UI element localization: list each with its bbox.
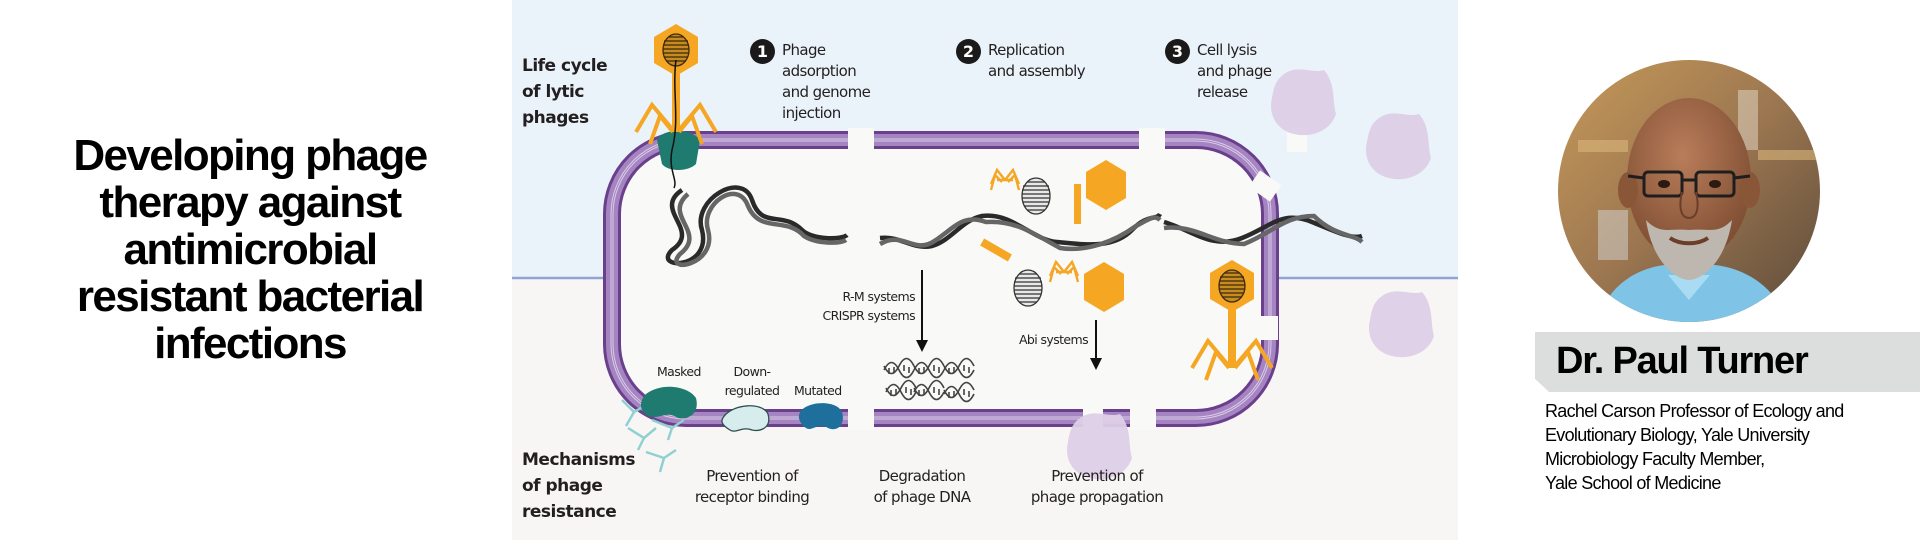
receptor-masked [641,386,697,419]
label-line: and phage [1197,62,1272,80]
label-line: of phage [522,476,603,496]
label-line: Life cycle [522,56,608,76]
step-1-badge: 1 [750,39,775,64]
label-line: receptor binding [694,488,810,506]
mechanisms-section-label: Mechanisms of phage resistance [522,447,635,525]
label-line: Phage [782,41,826,59]
speaker-portrait [1558,60,1820,322]
headline-line: infections [154,319,347,368]
abi-systems-label: Abi systems [1018,332,1089,347]
label-line: phage propagation [1030,488,1164,506]
cell-membrane [603,131,1279,427]
mutated-label: Mutated [794,383,842,398]
label-line: injection [782,104,841,122]
downregulated-label: Down- regulated [712,362,792,400]
label-line: Replication [988,41,1065,59]
lifecycle-section-label: Life cycle of lytic phages [522,53,608,131]
lysis-debris [1270,69,1336,136]
affiliation-line: Microbiology Faculty Member, [1545,449,1765,469]
capsid-part-icon [1086,160,1126,210]
receptor-downregulated [721,405,770,432]
abi-arrow [1090,320,1102,370]
step-3-label: Cell lysis and phage release [1197,40,1272,103]
step-2-label: Replication and assembly [988,40,1086,82]
headline-line: Developing phage [73,131,428,180]
rm-crispr-arrow [916,270,928,352]
label-line: regulated [724,383,780,398]
label-line: Prevention of [1051,467,1143,485]
lysis-debris [1368,291,1434,358]
dna-strands [665,185,1364,267]
label-line: Cell lysis [1197,41,1257,59]
crispr-systems-label: CRISPR systems [822,308,915,323]
speaker-affiliation: Rachel Carson Professor of Ecology and E… [1545,399,1920,495]
rm-crispr-label: R-M systems CRISPR systems [712,287,915,325]
affiliation-line: Evolutionary Biology, Yale University [1545,425,1810,445]
caption-propagation: Prevention of phage propagation [1012,466,1182,508]
masked-label: Masked [657,364,701,379]
masking-glycans [621,399,685,473]
figure-canvas [512,0,1458,540]
dna-coil-part-icon [1013,269,1043,307]
headline: Developing phage therapy against antimic… [30,132,470,367]
dna-coil-part-icon [1021,177,1051,215]
step-2-badge: 2 [956,39,981,64]
label-line: Degradation [878,467,966,485]
label-line: Down- [733,364,772,379]
label-line: and genome [782,83,871,101]
caption-receptor-binding: Prevention of receptor binding [662,466,842,508]
phage-lifecycle-figure: Life cycle of lytic phages Mechanisms of… [512,0,1458,540]
lysis-debris [1365,113,1431,180]
headline-line: resistant bacterial [76,272,425,321]
label-line: adsorption [782,62,857,80]
injected-dna [670,59,677,189]
capsid-part-icon [1084,262,1124,312]
label-line: phages [522,108,589,128]
label-line: of lytic [522,82,584,102]
name-bar [1535,332,1920,392]
step-3-badge: 3 [1165,39,1190,64]
tail-part-icon [1074,184,1081,224]
affiliation-line: Rachel Carson Professor of Ecology and [1545,401,1844,421]
tail-part-icon [980,238,1012,262]
label-line: of phage DNA [873,488,971,506]
portrait-photo [1558,60,1820,322]
step-1-label: Phage adsorption and genome injection [782,40,871,124]
label-line: resistance [522,502,617,522]
label-line: Prevention of [706,467,798,485]
receptor-mutated [798,403,843,430]
speaker-name: Dr. Paul Turner [1556,340,1809,382]
label-line: and assembly [988,62,1086,80]
headline-line: antimicrobial [123,225,378,274]
rm-systems-label: R-M systems [842,289,915,304]
cell-interior [621,148,1261,410]
headline-line: therapy against [99,178,402,227]
label-line: Mechanisms [522,450,635,470]
receptor-bound [657,131,700,170]
label-line: release [1197,83,1248,101]
affiliation-line: Yale School of Medicine [1545,473,1721,493]
caption-dna-degradation: Degradation of phage DNA [852,466,992,508]
